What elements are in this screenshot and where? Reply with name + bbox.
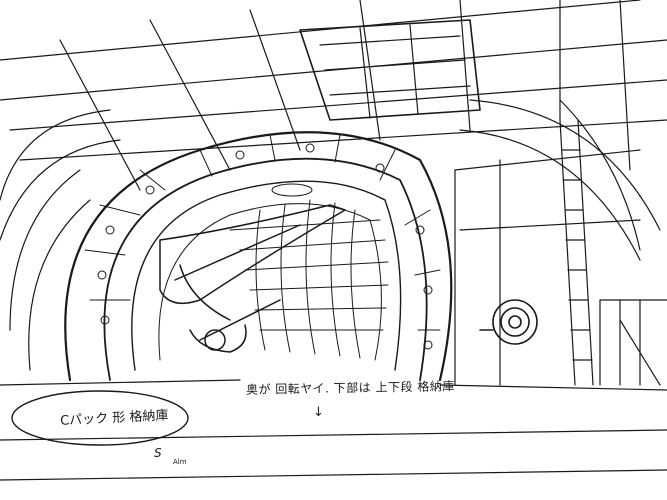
- caption-ellipse: [11, 390, 189, 446]
- left-wall: [0, 109, 241, 386]
- artist-signature: S: [154, 446, 162, 460]
- engine-intake: [479, 299, 538, 345]
- ceiling-structure: [0, 0, 667, 261]
- ladder: [559, 119, 594, 386]
- bulkhead-ring: [64, 131, 453, 382]
- down-arrow-icon: ↓: [313, 405, 324, 420]
- scene-mark: Alm: [173, 458, 187, 466]
- inner-tunnel: [158, 183, 389, 361]
- craft: [159, 204, 346, 353]
- main-annotation: 奥が 回転ヤイ. 下部は 上下段 格納庫: [245, 379, 455, 397]
- right-structure: [0, 149, 667, 481]
